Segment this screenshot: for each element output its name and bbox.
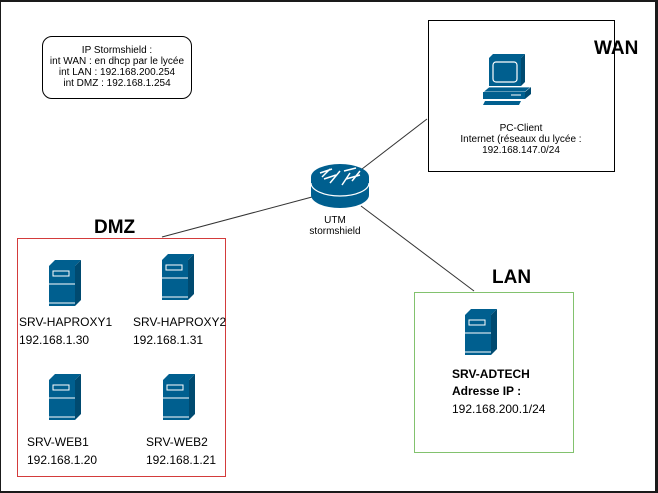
server-icon — [163, 374, 195, 420]
router-icon — [310, 164, 370, 208]
note-line: IP Stormshield : — [81, 45, 153, 56]
pc-client-subnet: 192.168.147.0/24 — [482, 145, 560, 156]
router-label-line2: stormshield — [309, 226, 361, 237]
link-router-dmz — [161, 196, 313, 238]
pc-client-name: PC-Client — [499, 123, 543, 134]
lan-server-ip: 192.168.200.1/24 — [452, 402, 546, 416]
note-line: int WAN : en dhcp par le lycée — [49, 56, 185, 67]
server-icon — [465, 309, 497, 355]
wan-zone-box — [428, 20, 615, 172]
server-ip: 192.168.1.20 — [27, 453, 98, 467]
router-label-line1: UTM — [324, 215, 346, 226]
server-name: SRV-HAPROXY2 — [133, 315, 227, 329]
link-router-lan — [360, 205, 475, 292]
lan-server-name: SRV-ADTECH — [452, 367, 530, 381]
lan-zone-box — [414, 292, 574, 453]
ip-info-note: IP Stormshield : int WAN : en dhcp par l… — [42, 36, 192, 99]
server-icon — [49, 374, 81, 420]
pc-client-network: Internet (réseaux du lycée : — [460, 134, 582, 145]
workstation-icon — [481, 54, 533, 105]
server-name: SRV-WEB2 — [146, 435, 208, 449]
wan-zone-title: WAN — [594, 38, 639, 59]
server-ip: 192.168.1.30 — [19, 333, 90, 347]
dmz-zone-box — [17, 238, 226, 477]
note-line: int LAN : 192.168.200.254 — [58, 67, 176, 78]
lan-zone-title: LAN — [492, 267, 532, 288]
server-icon — [49, 260, 81, 306]
server-ip: 192.168.1.31 — [133, 333, 204, 347]
dmz-zone-title: DMZ — [94, 217, 136, 238]
server-name: SRV-HAPROXY1 — [19, 315, 113, 329]
server-icon — [162, 254, 194, 300]
lan-server-ip-label: Adresse IP : — [452, 384, 522, 398]
server-ip: 192.168.1.21 — [146, 453, 217, 467]
server-name: SRV-WEB1 — [27, 435, 89, 449]
note-line: int DMZ : 192.168.1.254 — [63, 78, 171, 89]
link-router-wan — [361, 118, 428, 170]
